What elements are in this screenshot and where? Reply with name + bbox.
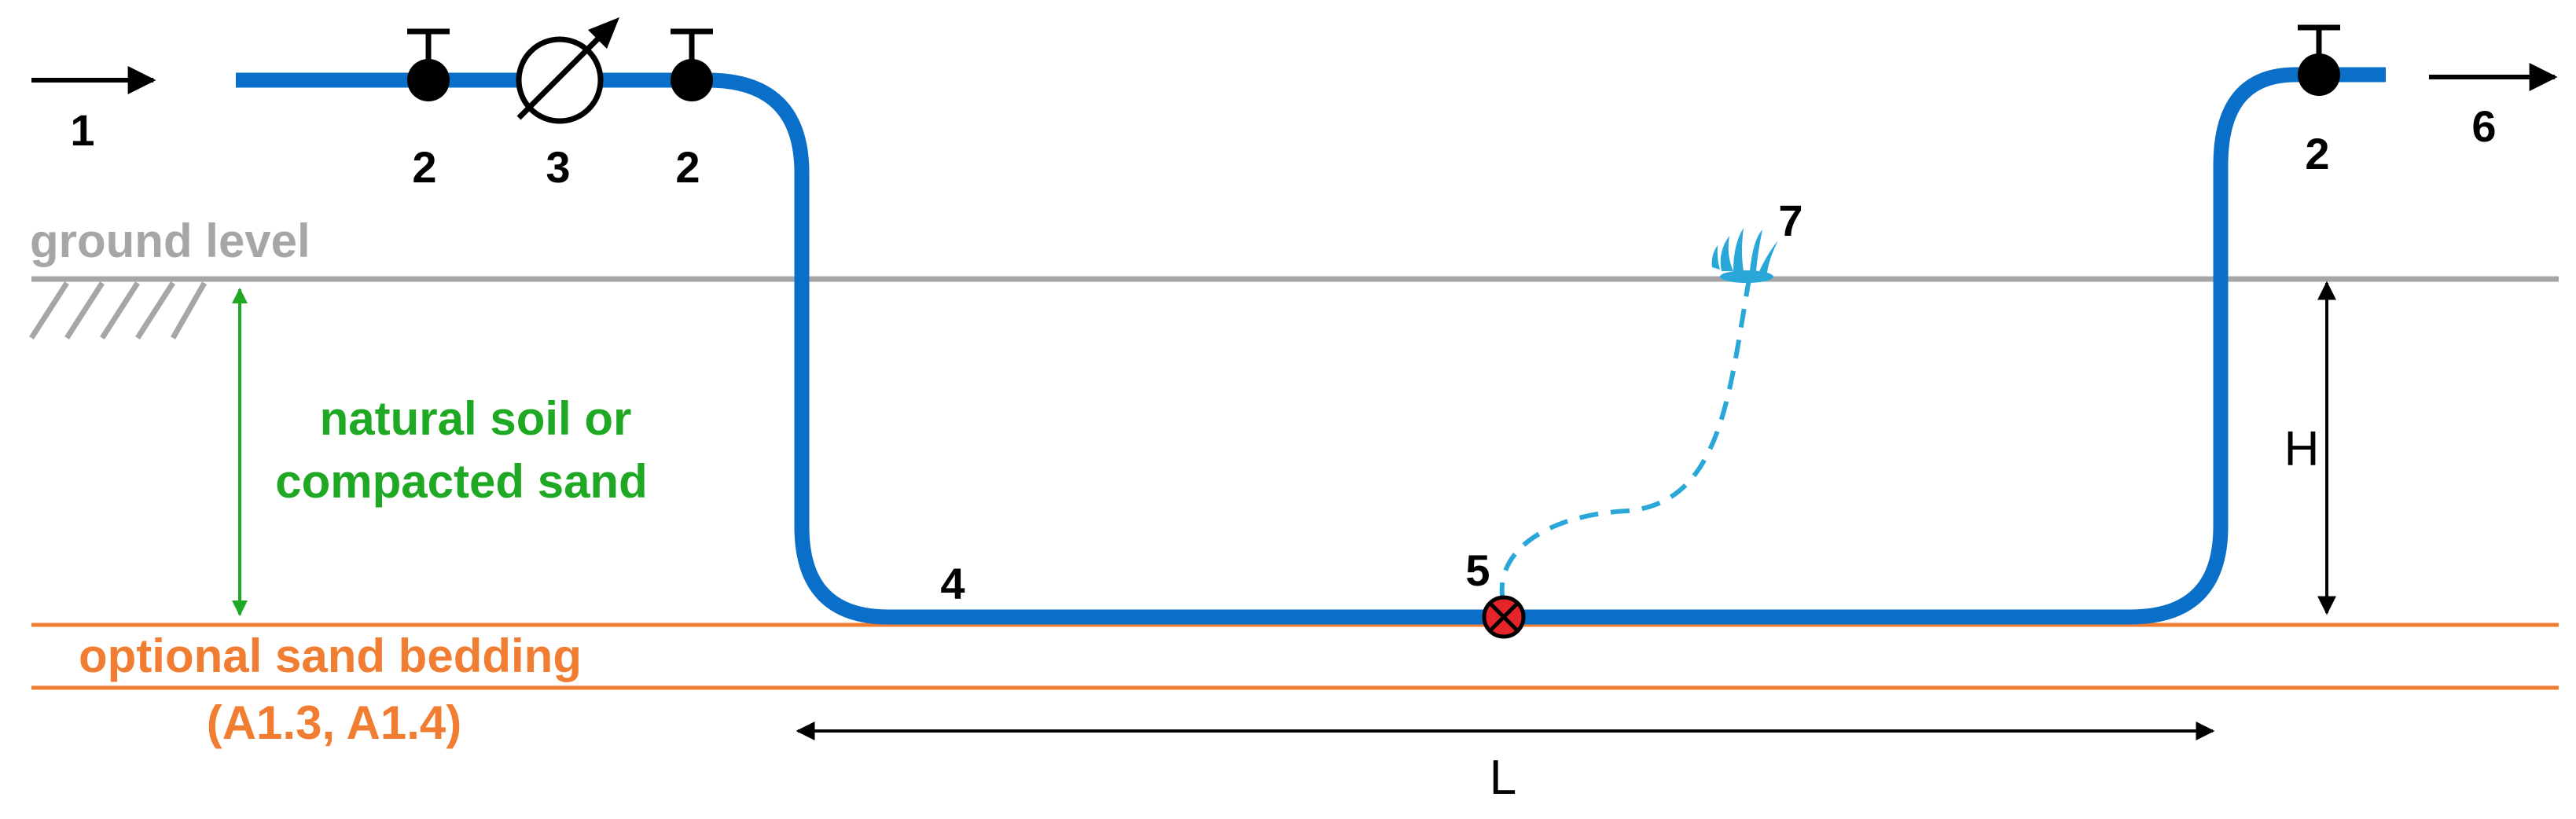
label-inlet-number: 1 — [70, 105, 94, 155]
valve-icon — [407, 28, 450, 101]
flow-meter-icon — [516, 17, 619, 124]
label-valve-left-a-number: 2 — [412, 142, 436, 192]
label-surface-leak-number: 7 — [1778, 196, 1802, 245]
label-meter-number: 3 — [546, 142, 570, 192]
valve-icon — [2298, 24, 2340, 96]
label-leak-number: 5 — [1465, 545, 1490, 595]
soil-label-line1: natural soil or — [320, 392, 632, 445]
depth-symbol: H — [2284, 422, 2320, 476]
length-symbol: L — [1490, 751, 1516, 805]
soil-label-line2: compacted sand — [275, 455, 647, 508]
water-spout-icon — [1711, 228, 1778, 283]
label-outlet-number: 6 — [2471, 101, 2496, 151]
valve-icon — [671, 28, 713, 101]
label-pipe-number: 4 — [940, 559, 965, 608]
label-valve-right-number: 2 — [2305, 129, 2329, 178]
sand-label-line1: optional sand bedding — [79, 630, 582, 682]
ground-hatch-icon — [29, 281, 208, 340]
sand-label-line2: (A1.3, A1.4) — [207, 696, 462, 749]
label-valve-left-b-number: 2 — [675, 142, 700, 192]
ground-level-label: ground level — [30, 215, 311, 267]
leak-point-icon — [1482, 595, 1526, 639]
test-pipe — [236, 67, 2386, 625]
leak-path — [1499, 278, 1751, 602]
